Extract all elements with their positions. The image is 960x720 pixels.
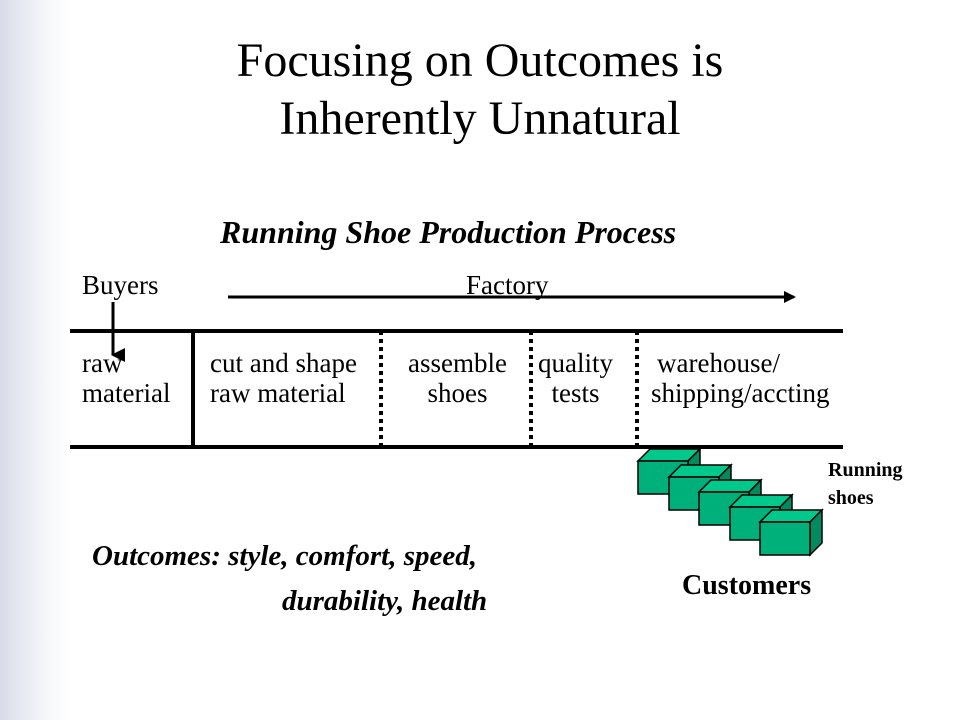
stage-warehouse-line1: warehouse/ xyxy=(657,348,780,378)
stage-warehouse: warehouse/ shipping/accting xyxy=(651,348,829,408)
stage-quality-line2: tests xyxy=(551,378,600,408)
process-subtitle: Running Shoe Production Process xyxy=(220,214,677,250)
left-gradient-border xyxy=(0,0,70,720)
stage-warehouse-line2: shipping/accting xyxy=(651,378,830,408)
factory-label: Factory xyxy=(466,270,549,300)
stage-cut-shape: cut and shape raw material xyxy=(210,348,357,408)
stage-cut-line1: cut and shape xyxy=(210,348,357,378)
outcomes-line-2: durability, health xyxy=(282,585,488,617)
shoe-box xyxy=(758,508,824,557)
running-shoes-line1: Running xyxy=(828,459,903,481)
slide-title: Focusing on Outcomes is Inherently Unnat… xyxy=(60,32,900,148)
stage-assemble-line1: assemble xyxy=(408,348,507,378)
title-line-1: Focusing on Outcomes is xyxy=(236,34,724,87)
outcomes-line-1: Outcomes: style, comfort, speed, xyxy=(92,540,477,572)
shoe-boxes xyxy=(636,447,824,557)
title-line-2: Inherently Unnatural xyxy=(279,92,681,145)
stage-raw-material: raw material xyxy=(82,348,170,408)
running-shoes-label: Running shoes xyxy=(828,456,903,512)
running-shoes-line2: shoes xyxy=(828,487,874,509)
stage-cut-line2: raw material xyxy=(210,378,346,408)
stage-raw-line1: raw xyxy=(82,348,123,378)
buyers-label: Buyers xyxy=(82,270,159,300)
stage-assemble-line2: shoes xyxy=(427,378,488,408)
stage-quality-line1: quality xyxy=(538,348,613,378)
stage-raw-line2: material xyxy=(82,378,171,408)
stage-assemble: assemble shoes xyxy=(408,348,507,408)
stage-quality: quality tests xyxy=(538,348,613,408)
customers-label: Customers xyxy=(682,570,812,601)
